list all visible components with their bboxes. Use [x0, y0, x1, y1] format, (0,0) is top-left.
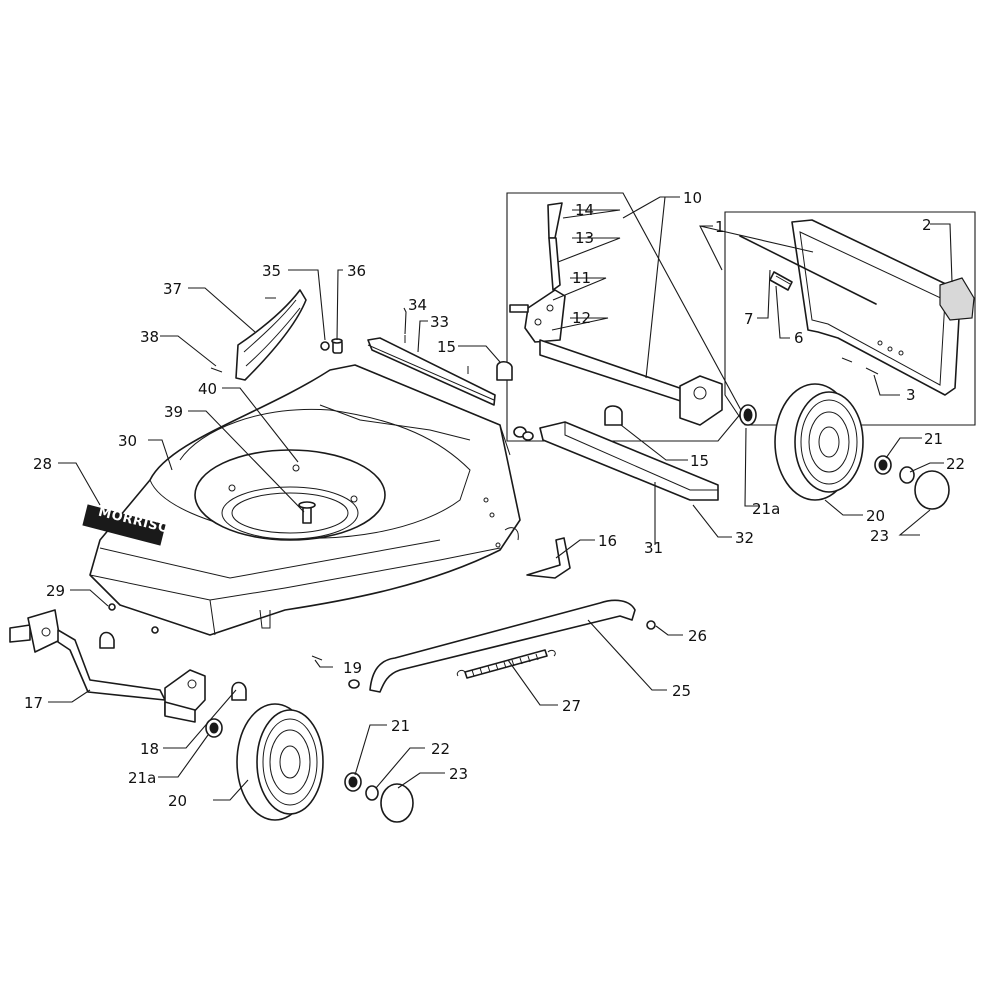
wheel-bearing	[344, 772, 362, 792]
spring-clip	[526, 537, 571, 579]
callout-38: 38	[140, 328, 159, 346]
handle-bracket-assembly	[739, 219, 961, 396]
callout-34: 34	[408, 296, 427, 314]
callout-12: 12	[572, 309, 591, 327]
front-clip	[99, 631, 115, 649]
callout-40: 40	[198, 380, 217, 398]
screw	[108, 603, 116, 611]
callout-30: 30	[118, 432, 137, 450]
handle-knob	[939, 277, 975, 321]
callout-27: 27	[562, 697, 581, 715]
callout-1: 1	[715, 218, 725, 236]
spacer	[331, 338, 343, 354]
callout-20-rear: 20	[866, 507, 885, 525]
callout-31: 31	[644, 539, 663, 557]
blade-bolt	[298, 501, 316, 524]
callout-2: 2	[922, 216, 932, 234]
callout-22-rear: 22	[946, 455, 965, 473]
callout-36: 36	[347, 262, 366, 280]
callout-11: 11	[572, 269, 591, 287]
callout-14: 14	[575, 201, 594, 219]
wheel-bearing	[739, 404, 757, 426]
callout-20-front: 20	[168, 792, 187, 810]
callout-6: 6	[794, 329, 804, 347]
callout-26: 26	[688, 627, 707, 645]
callout-15-rear: 15	[690, 452, 709, 470]
callout-23-front: 23	[449, 765, 468, 783]
callout-13: 13	[575, 229, 594, 247]
callout-21-front: 21	[391, 717, 410, 735]
circlip	[899, 466, 915, 484]
callout-29: 29	[46, 582, 65, 600]
callout-17: 17	[24, 694, 43, 712]
wheel-bearing	[205, 718, 223, 738]
callout-37: 37	[163, 280, 182, 298]
circlip	[365, 785, 379, 801]
callout-39: 39	[164, 403, 183, 421]
leader-lines	[48, 196, 953, 801]
rear-flap-bar	[367, 337, 496, 406]
callout-21-rear: 21	[924, 430, 943, 448]
washer	[348, 679, 360, 689]
callout-10: 10	[683, 189, 702, 207]
callout-28: 28	[33, 455, 52, 473]
axle-clip-left	[496, 360, 513, 381]
callout-19: 19	[343, 659, 362, 677]
callouts: 14 13 11 12 10 1 2 7 6 3 15 31 32 21a 20…	[24, 189, 965, 810]
washer	[320, 341, 330, 351]
wheel-bearing	[874, 455, 892, 475]
callout-18: 18	[140, 740, 159, 758]
callout-3: 3	[906, 386, 916, 404]
front-axle	[9, 609, 206, 723]
rivet-pin	[404, 335, 469, 374]
rear-wheel	[774, 383, 864, 501]
callout-23-rear: 23	[870, 527, 889, 545]
bolt	[841, 357, 879, 375]
callout-21a-rear: 21a	[752, 500, 780, 518]
cross-bracket	[539, 421, 719, 501]
screw	[311, 655, 323, 661]
rear-axle-rod	[369, 599, 636, 693]
callout-7: 7	[744, 310, 754, 328]
hub-cap	[914, 470, 950, 510]
tension-spring	[456, 649, 556, 679]
callout-32: 32	[735, 529, 754, 547]
callout-16: 16	[598, 532, 617, 550]
height-adjust-inset-frame	[506, 192, 743, 442]
hub-cap	[380, 783, 414, 823]
front-wheel	[236, 703, 324, 821]
spring	[769, 271, 793, 291]
axle-clip-right	[604, 405, 623, 426]
nut	[151, 626, 159, 634]
screw	[210, 297, 276, 373]
circlip	[646, 620, 656, 630]
mower-deck	[89, 364, 521, 636]
callout-33: 33	[430, 313, 449, 331]
callout-22-front: 22	[431, 740, 450, 758]
trim-cover	[235, 289, 307, 381]
bushing	[513, 426, 534, 441]
callout-35: 35	[262, 262, 281, 280]
front-clip	[231, 681, 247, 701]
callout-15-deck: 15	[437, 338, 456, 356]
callout-21a-front: 21a	[128, 769, 156, 787]
callout-25: 25	[672, 682, 691, 700]
height-adjust-assembly	[509, 202, 723, 426]
